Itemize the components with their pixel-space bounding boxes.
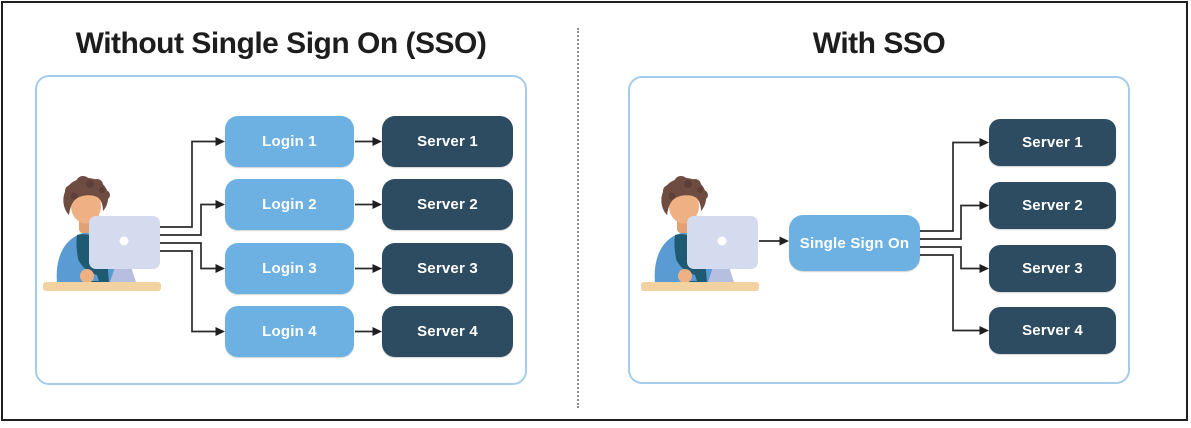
monitor-stand: [110, 267, 136, 282]
person-hand: [678, 269, 692, 283]
right-server-box-2: Server 2: [989, 182, 1116, 229]
monitor-dot: [717, 236, 727, 246]
desk: [43, 282, 161, 291]
diagram-frame: Without Single Sign On (SSO) With SSO: [1, 1, 1188, 421]
right-server-box-4: Server 4: [989, 307, 1116, 354]
left-server-box-2: Server 2: [382, 179, 513, 230]
left-server-box-1: Server 1: [382, 116, 513, 167]
user-at-computer-icon: [43, 176, 161, 291]
right-panel-title: With SSO: [812, 27, 946, 60]
login-box-4: Login 4: [225, 306, 354, 357]
sso-box: Single Sign On: [789, 215, 920, 271]
user-at-computer-icon: [641, 176, 759, 291]
monitor-stand: [708, 267, 734, 282]
left-server-box-4: Server 4: [382, 306, 513, 357]
right-server-box-3: Server 3: [989, 245, 1116, 292]
left-panel-title: Without Single Sign On (SSO): [75, 27, 487, 60]
login-box-2: Login 2: [225, 179, 354, 230]
login-box-1: Login 1: [225, 116, 354, 167]
desk: [641, 282, 759, 291]
right-server-box-1: Server 1: [989, 119, 1116, 166]
login-box-3: Login 3: [225, 243, 354, 294]
panel-divider: [577, 28, 579, 408]
person-hand: [80, 269, 94, 283]
monitor-dot: [119, 236, 129, 246]
left-server-box-3: Server 3: [382, 243, 513, 294]
